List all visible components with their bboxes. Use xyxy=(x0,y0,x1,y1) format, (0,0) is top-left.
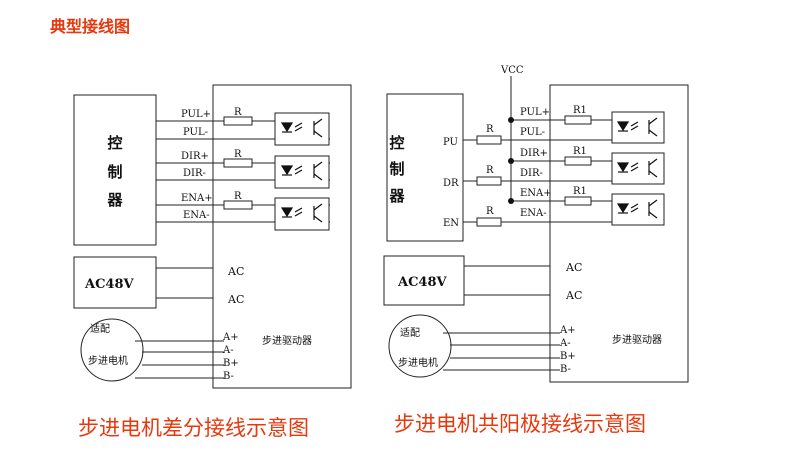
phase-right-a-plus: A+ xyxy=(559,325,576,336)
resistor-right-inner-1: R1 xyxy=(573,105,587,116)
optocoupler-3-left xyxy=(274,197,330,231)
signal-right-ena-plus: ENA+ xyxy=(520,188,552,199)
pin-pu: PU xyxy=(443,137,458,148)
optocoupler-2-left xyxy=(274,155,330,189)
optocoupler-1-right xyxy=(611,111,665,144)
resistor-left-2: R xyxy=(234,149,242,160)
pin-en: EN xyxy=(443,218,459,229)
ac-terminal-left-2: AC xyxy=(227,293,244,306)
caption-differential: 步进电机差分接线示意图 xyxy=(78,416,309,440)
phase-left-a-minus: A- xyxy=(222,345,234,356)
resistor-right-outer-3: R xyxy=(486,206,494,217)
controller-label-right-2: 制 xyxy=(389,160,404,178)
controller-box-right xyxy=(386,93,464,242)
motor-label-right-2: 步进电机 xyxy=(398,356,438,369)
vcc-label: VCC xyxy=(500,65,524,76)
motor-label-left-1: 适配 xyxy=(90,323,110,335)
ac-terminal-left-1: AC xyxy=(227,265,244,278)
motor-label-right-1: 适配 xyxy=(400,327,420,339)
resistor-right-outer-2: R xyxy=(486,165,494,176)
signal-right-dir-minus: DIR- xyxy=(520,168,543,179)
signal-right-pul-minus: PUL- xyxy=(520,127,545,138)
optocoupler-2-right xyxy=(611,152,665,185)
power-box-left xyxy=(73,256,157,309)
signal-left-ena-minus: ENA- xyxy=(183,210,210,221)
phase-right-b-minus: B- xyxy=(560,364,571,375)
page-title: 典型接线图 xyxy=(50,17,131,36)
controller-box-left xyxy=(73,94,157,246)
signal-left-dir-minus: DIR- xyxy=(183,168,206,179)
driver-box-right xyxy=(549,84,689,383)
driver-box-left xyxy=(212,84,352,389)
resistor-left-1: R xyxy=(234,107,242,118)
resistor-right-outer-1: R xyxy=(486,124,494,135)
motor-label-left-2: 步进电机 xyxy=(88,354,128,367)
controller-label-left-3: 器 xyxy=(106,191,123,209)
optocoupler-3-right xyxy=(611,193,665,226)
motor-circle-left xyxy=(80,318,144,382)
signal-left-ena-plus: ENA+ xyxy=(181,193,213,204)
motor-circle-right xyxy=(388,314,452,378)
resistor-right-inner-2: R1 xyxy=(573,146,587,157)
driver-label-left: 步进驱动器 xyxy=(262,335,312,347)
ac-terminal-right-2: AC xyxy=(565,289,582,302)
phase-right-a-minus: A- xyxy=(559,338,571,349)
signal-left-pul-plus: PUL+ xyxy=(181,109,211,120)
phase-right-b-plus: B+ xyxy=(560,351,576,362)
phase-left-b-plus: B+ xyxy=(223,358,239,369)
signal-right-pul-plus: PUL+ xyxy=(520,107,550,118)
signal-left-dir-plus: DIR+ xyxy=(181,151,209,162)
signal-right-ena-minus: ENA- xyxy=(520,208,547,219)
signal-right-dir-plus: DIR+ xyxy=(520,148,548,159)
driver-label-right: 步进驱动器 xyxy=(612,334,662,346)
controller-label-right-3: 器 xyxy=(388,187,405,205)
phase-left-a-plus: A+ xyxy=(222,332,239,343)
power-box-right xyxy=(383,255,465,306)
controller-label-right-1: 控 xyxy=(389,134,404,152)
controller-label-left-1: 控 xyxy=(107,134,122,152)
caption-common-anode: 步进电机共阳极接线示意图 xyxy=(394,412,646,436)
power-label-right: AC48V xyxy=(397,275,448,290)
controller-label-left-2: 制 xyxy=(107,163,122,181)
power-label-left: AC48V xyxy=(84,277,135,292)
ac-terminal-right-1: AC xyxy=(565,261,582,274)
signal-left-pul-minus: PUL- xyxy=(183,127,208,138)
phase-left-b-minus: B- xyxy=(223,371,234,382)
resistor-left-3: R xyxy=(234,191,242,202)
optocoupler-1-left xyxy=(274,112,330,146)
pin-dr: DR xyxy=(443,178,459,189)
resistor-right-inner-3: R1 xyxy=(573,186,587,197)
